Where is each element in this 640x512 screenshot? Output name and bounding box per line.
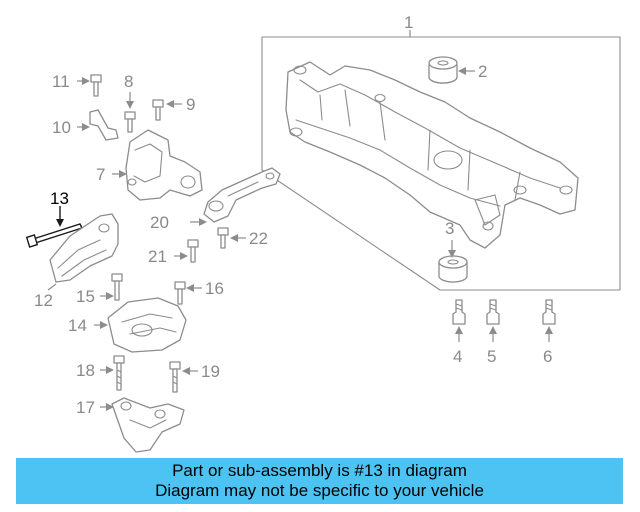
- callout-11: 11: [52, 72, 70, 91]
- callout-17: 17: [76, 398, 95, 417]
- bracket-17[interactable]: [111, 397, 185, 453]
- callout-12: 12: [34, 291, 53, 310]
- bolt-4[interactable]: [452, 299, 466, 325]
- bolt-16[interactable]: [174, 281, 186, 305]
- callout-20: 20: [150, 213, 169, 232]
- bolt-18[interactable]: [113, 355, 125, 391]
- callout-1: 1: [404, 13, 413, 32]
- bolt-21[interactable]: [187, 239, 199, 263]
- callout-10: 10: [52, 118, 71, 137]
- engine-mount-7[interactable]: [125, 129, 203, 201]
- torque-rod-20[interactable]: [203, 167, 281, 223]
- bolt-8[interactable]: [124, 111, 136, 133]
- callout-8: 8: [124, 72, 133, 91]
- bushing-2[interactable]: [428, 56, 458, 84]
- info-banner: Part or sub-assembly is #13 in diagram D…: [16, 458, 623, 504]
- bolt-5[interactable]: [486, 299, 500, 325]
- callout-2: 2: [478, 62, 487, 81]
- bolt-22[interactable]: [217, 227, 229, 249]
- callout-7: 7: [96, 165, 105, 184]
- bracket-10[interactable]: [89, 109, 119, 141]
- bolt-9[interactable]: [152, 99, 164, 121]
- callout-9: 9: [186, 95, 195, 114]
- callout-15: 15: [76, 287, 95, 306]
- subframe-group: [261, 30, 621, 291]
- bolt-6[interactable]: [542, 299, 556, 325]
- callout-14: 14: [68, 316, 87, 335]
- bracket-12[interactable]: [49, 213, 119, 283]
- callout-22: 22: [249, 229, 268, 248]
- callout-16: 16: [205, 279, 224, 298]
- bolt-19[interactable]: [169, 361, 181, 393]
- callout-13: 13: [50, 189, 69, 208]
- callout-6: 6: [543, 347, 552, 366]
- callout-18: 18: [76, 361, 95, 380]
- bolt-15[interactable]: [111, 273, 123, 301]
- banner-line-2: Diagram may not be specific to your vehi…: [155, 481, 484, 500]
- bolt-11[interactable]: [90, 74, 102, 97]
- subframe[interactable]: [285, 61, 579, 249]
- callout-19: 19: [201, 362, 220, 381]
- callout-21: 21: [148, 247, 167, 266]
- transmission-mount-14[interactable]: [107, 297, 187, 353]
- callout-4: 4: [453, 347, 462, 366]
- callout-5: 5: [487, 347, 496, 366]
- bushing-3[interactable]: [438, 255, 468, 283]
- callout-3: 3: [445, 219, 454, 238]
- banner-line-1: Part or sub-assembly is #13 in diagram: [172, 461, 467, 480]
- bolt-13[interactable]: [25, 223, 83, 248]
